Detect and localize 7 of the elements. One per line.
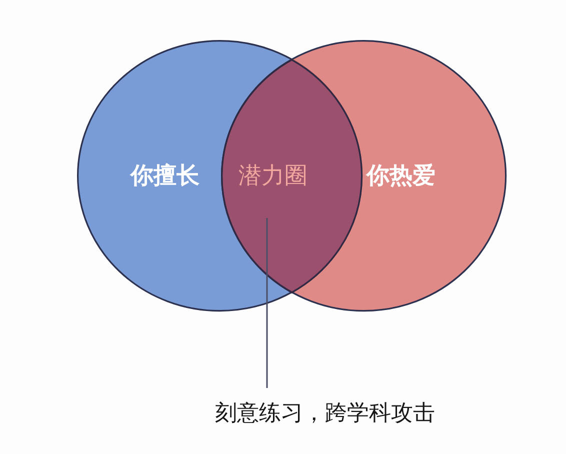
leader-line [266,218,268,388]
region-label: 你热爱 [366,162,436,190]
region-label: 你擅长 [130,162,200,190]
venn-circle [221,40,507,312]
overlap-region [221,58,363,294]
region-label: 潜力圈 [238,162,308,190]
annotation-text: 刻意练习，跨学科攻击 [215,398,435,430]
